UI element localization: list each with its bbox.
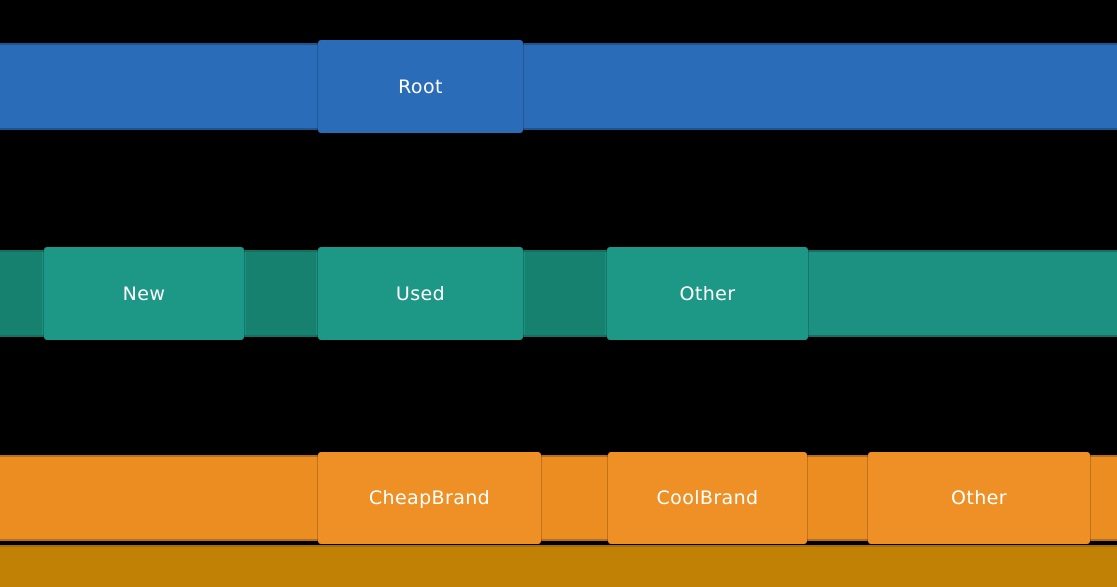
- unlabeled-node-patch[interactable]: [0, 250, 42, 337]
- node-tile-root[interactable]: Root: [318, 40, 523, 133]
- unlabeled-node-patch[interactable]: [525, 250, 605, 337]
- unlabeled-node-patch[interactable]: [246, 250, 316, 337]
- node-tile-other[interactable]: Other: [868, 452, 1090, 544]
- node-label: Used: [395, 282, 446, 305]
- node-label: Other: [951, 487, 1007, 509]
- node-label: CoolBrand: [656, 487, 759, 509]
- node-tile-used[interactable]: Used: [318, 247, 523, 340]
- node-tile-cheapbrand[interactable]: CheapBrand: [318, 452, 541, 544]
- node-tile-coolbrand[interactable]: CoolBrand: [608, 452, 807, 544]
- node-tile-new[interactable]: New: [44, 247, 244, 340]
- footer-band: [0, 545, 1117, 587]
- node-label: New: [122, 282, 166, 305]
- node-label: Other: [679, 282, 736, 305]
- node-label: CheapBrand: [368, 487, 491, 509]
- node-label: Root: [398, 75, 443, 98]
- node-tile-other[interactable]: Other: [607, 247, 808, 340]
- level-band-depth-0: [0, 43, 1117, 130]
